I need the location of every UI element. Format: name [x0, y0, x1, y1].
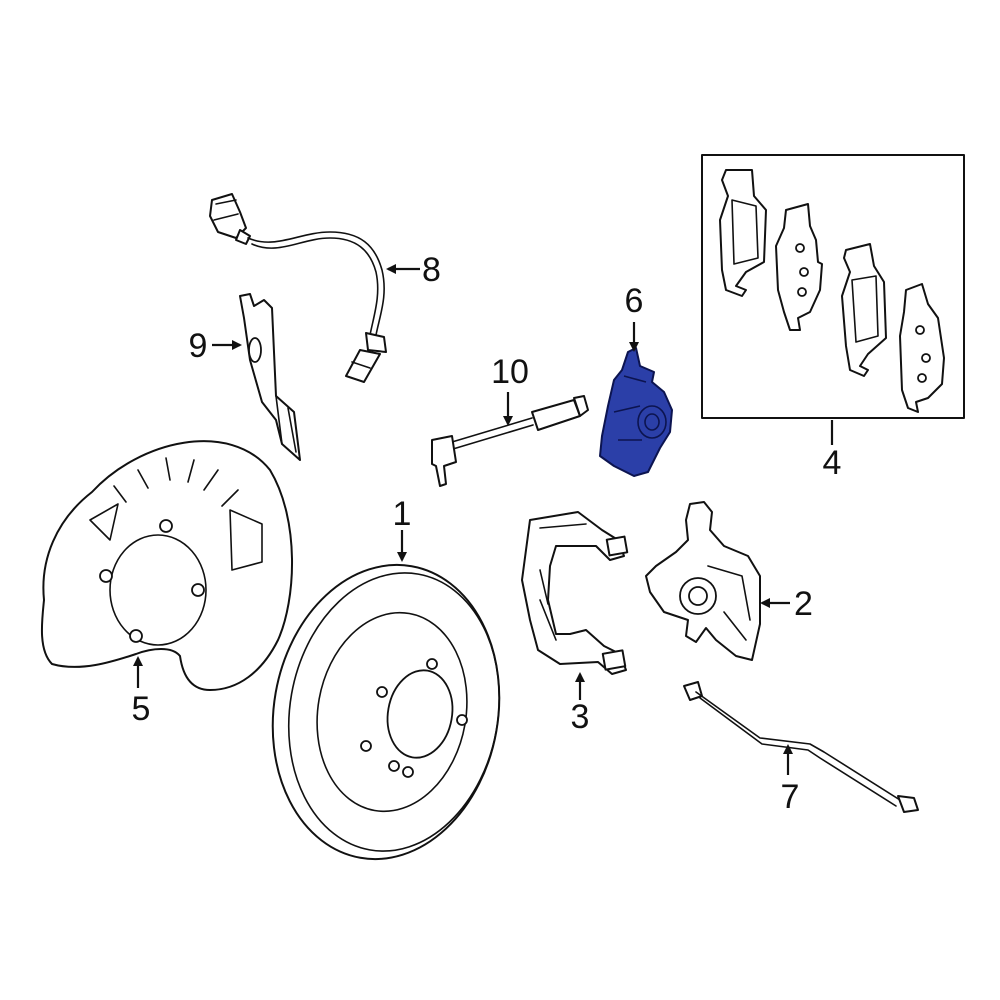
- part-7-brake-line[interactable]: [683, 681, 919, 813]
- part-4-brake-pads-box[interactable]: [701, 154, 965, 419]
- part-3-caliper-bracket[interactable]: [521, 511, 629, 675]
- callout-2: 2: [794, 585, 813, 623]
- part-10-wear-sensor[interactable]: [431, 395, 589, 487]
- part-8-wheel-speed-sensor[interactable]: [209, 193, 387, 383]
- part-5-dust-shield[interactable]: [40, 440, 293, 691]
- callout-5: 5: [132, 690, 151, 728]
- part-9-bracket[interactable]: [239, 293, 301, 461]
- callout-6: 6: [625, 282, 644, 320]
- callout-3: 3: [571, 698, 590, 736]
- callout-1: 1: [393, 495, 412, 533]
- callout-4: 4: [823, 444, 842, 482]
- part-6-parking-brake-motor[interactable]: [599, 347, 673, 477]
- callout-7: 7: [781, 778, 800, 816]
- callout-9: 9: [189, 327, 208, 365]
- part-2-caliper[interactable]: [645, 501, 761, 661]
- callout-8: 8: [422, 251, 441, 289]
- part-1-brake-rotor[interactable]: [250, 547, 522, 877]
- callout-10: 10: [491, 353, 529, 391]
